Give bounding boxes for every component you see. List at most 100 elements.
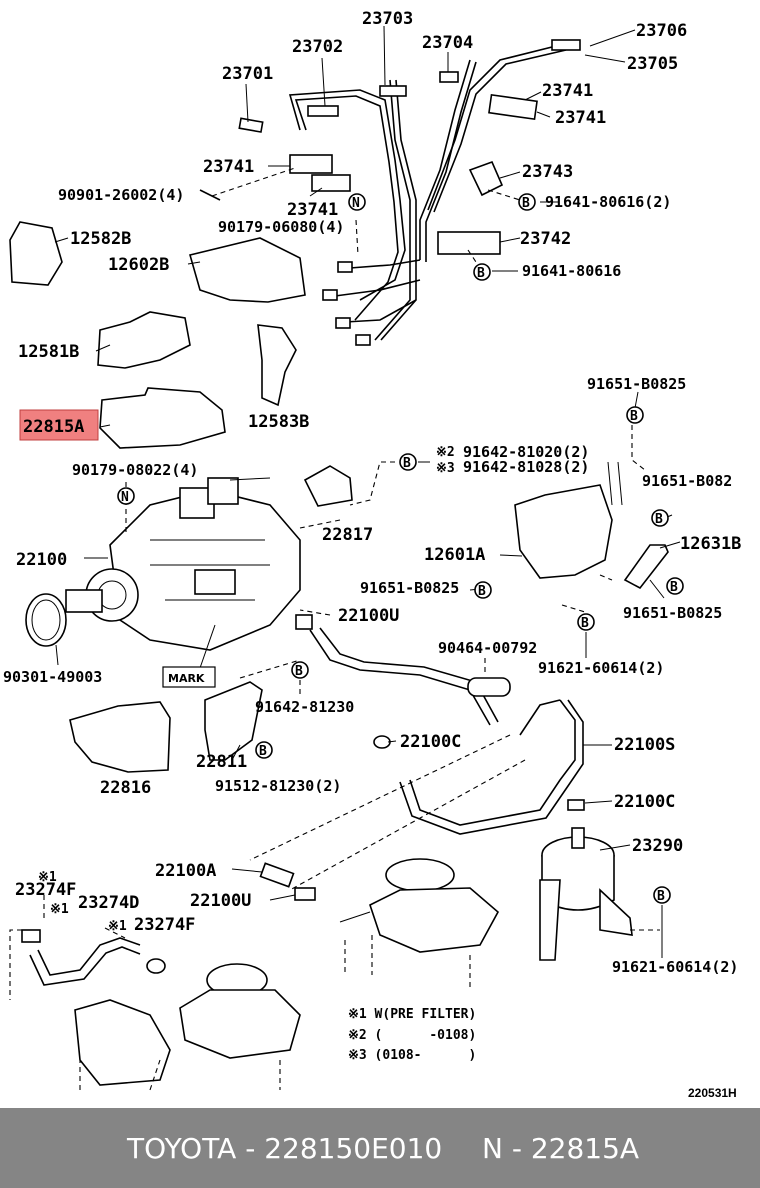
label-91642-81028: 91642-81028(2) xyxy=(463,458,589,476)
label-23741-c: 23741 xyxy=(203,157,254,177)
label-23274F-a: 23274F xyxy=(15,880,76,900)
label-22811: 22811 xyxy=(196,752,247,772)
label-23274D: 23274D xyxy=(78,893,139,913)
mark-box xyxy=(162,666,216,688)
label-90179-06080: 90179-06080(4) xyxy=(218,218,344,236)
label-23702: 23702 xyxy=(292,37,343,57)
svg-text:B: B xyxy=(403,456,411,471)
label-22100A: 22100A xyxy=(155,861,216,881)
label-23704: 23704 xyxy=(422,33,473,53)
part-12583B-shape xyxy=(257,324,297,407)
part-12602B-shape xyxy=(189,237,306,303)
svg-text:N: N xyxy=(352,196,360,211)
label-22100S: 22100S xyxy=(614,735,675,755)
label-23742: 23742 xyxy=(520,229,571,249)
label-12601A: 12601A xyxy=(424,545,485,565)
part-12582B-shape xyxy=(9,221,63,286)
label-23741-b: 23741 xyxy=(555,108,606,128)
covers xyxy=(9,221,353,773)
svg-text:B: B xyxy=(477,266,485,281)
label-22100: 22100 xyxy=(16,550,67,570)
footer-bar: TOYOTA - 228150E010 N - 22815A xyxy=(0,1108,760,1188)
label-22100U-b: 22100U xyxy=(190,891,251,911)
svg-text:B: B xyxy=(670,580,678,595)
label-12583B: 12583B xyxy=(248,412,309,432)
label-90901-26002: 90901-26002(4) xyxy=(58,186,184,204)
label-22100C-b: 22100C xyxy=(614,792,675,812)
injection-pump xyxy=(25,477,301,651)
label-23741-a: 23741 xyxy=(542,81,593,101)
svg-text:※1: ※1 xyxy=(38,870,57,885)
label-23705: 23705 xyxy=(627,54,678,74)
label-22817: 22817 xyxy=(322,525,373,545)
label-12582B: 12582B xyxy=(70,229,131,249)
legend-notes: ※1 W(PRE FILTER) ※2 ( -0108) ※3 (0108- )… xyxy=(348,1007,737,1100)
part-22817-shape xyxy=(303,465,353,507)
label-23743: 23743 xyxy=(522,162,573,182)
bracket-12631B xyxy=(623,544,669,590)
label-91651-B0825-d: 91651-B0825 xyxy=(623,604,722,622)
mark-label: MARK xyxy=(168,672,205,685)
svg-text:B: B xyxy=(630,409,638,424)
label-91651-B0825-a: 91651-B0825 xyxy=(587,375,686,393)
label-23290: 23290 xyxy=(632,836,683,856)
footer-part-number: TOYOTA - 228150E010 xyxy=(127,1132,443,1165)
svg-text:B: B xyxy=(657,889,665,904)
fuel-filter-23290 xyxy=(539,827,633,961)
bracket-12601A xyxy=(514,461,623,579)
label-23706: 23706 xyxy=(636,21,687,41)
diagram-code: 220531H xyxy=(688,1086,737,1100)
part-labels: 23703 23704 23706 23702 23705 23701 2374… xyxy=(3,9,741,976)
svg-text:※1: ※1 xyxy=(50,902,69,917)
callouts: N B B B B N B B B B B B B xyxy=(117,193,684,904)
fuel-hoses xyxy=(21,614,585,986)
svg-text:B: B xyxy=(581,616,589,631)
label-12602B: 12602B xyxy=(108,255,169,275)
part-12581B-shape xyxy=(97,311,191,369)
label-91621-60614-b: 91621-60614(2) xyxy=(612,958,738,976)
svg-text:B: B xyxy=(259,744,267,759)
injection-pipes xyxy=(238,39,581,346)
label-91642-81230: 91642-81230 xyxy=(255,698,354,716)
svg-text:※3: ※3 xyxy=(436,461,455,476)
part-22816-shape xyxy=(69,701,171,773)
label-91641-80616-2: 91641-80616(2) xyxy=(545,193,671,211)
label-23741-d: 23741 xyxy=(287,200,338,220)
label-23274F-b: 23274F xyxy=(134,915,195,935)
part-22815A-shape xyxy=(99,387,226,449)
label-90179-08022: 90179-08022(4) xyxy=(72,461,198,479)
svg-text:B: B xyxy=(522,196,530,211)
pre-filter xyxy=(74,858,500,1086)
svg-text:B: B xyxy=(478,584,486,599)
svg-text:B: B xyxy=(295,664,303,679)
label-91651-B0825-b: 91651-B082 xyxy=(642,472,732,490)
label-22816: 22816 xyxy=(100,778,151,798)
note-prefilter: ※1 W(PRE FILTER) xyxy=(348,1007,476,1022)
label-22100C-a: 22100C xyxy=(400,732,461,752)
pipe-clamps xyxy=(199,93,538,255)
svg-text:※2: ※2 xyxy=(436,445,455,460)
bracket-22811 xyxy=(204,681,263,761)
label-90301-49003: 90301-49003 xyxy=(3,668,102,686)
label-12631B: 12631B xyxy=(680,534,741,554)
note-date-range-1: ※2 ( -0108) xyxy=(348,1028,476,1043)
svg-text:※1: ※1 xyxy=(108,919,127,934)
note-date-range-2: ※3 (0108- ) xyxy=(348,1048,476,1063)
label-12581B: 12581B xyxy=(18,342,79,362)
label-91621-60614-a: 91621-60614(2) xyxy=(538,659,664,677)
svg-text:B: B xyxy=(655,512,663,527)
svg-text:N: N xyxy=(121,490,129,505)
highlight-22815A xyxy=(19,409,99,441)
label-23701: 23701 xyxy=(222,64,273,84)
label-90464-00792: 90464-00792 xyxy=(438,639,537,657)
label-23703: 23703 xyxy=(362,9,413,29)
footer-reference: N - 22815A xyxy=(482,1132,640,1165)
label-91512-81230: 91512-81230(2) xyxy=(215,777,341,795)
exploded-parts-diagram: N B B B B N B B B B B B B 23703 23704 23… xyxy=(3,9,741,1100)
label-22815A: 22815A xyxy=(23,417,84,437)
label-91641-80616: 91641-80616 xyxy=(522,262,621,280)
label-91651-B0825-c: 91651-B0825 xyxy=(360,579,459,597)
label-91642-81020: 91642-81020(2) xyxy=(463,443,589,461)
label-22100U-a: 22100U xyxy=(338,606,399,626)
